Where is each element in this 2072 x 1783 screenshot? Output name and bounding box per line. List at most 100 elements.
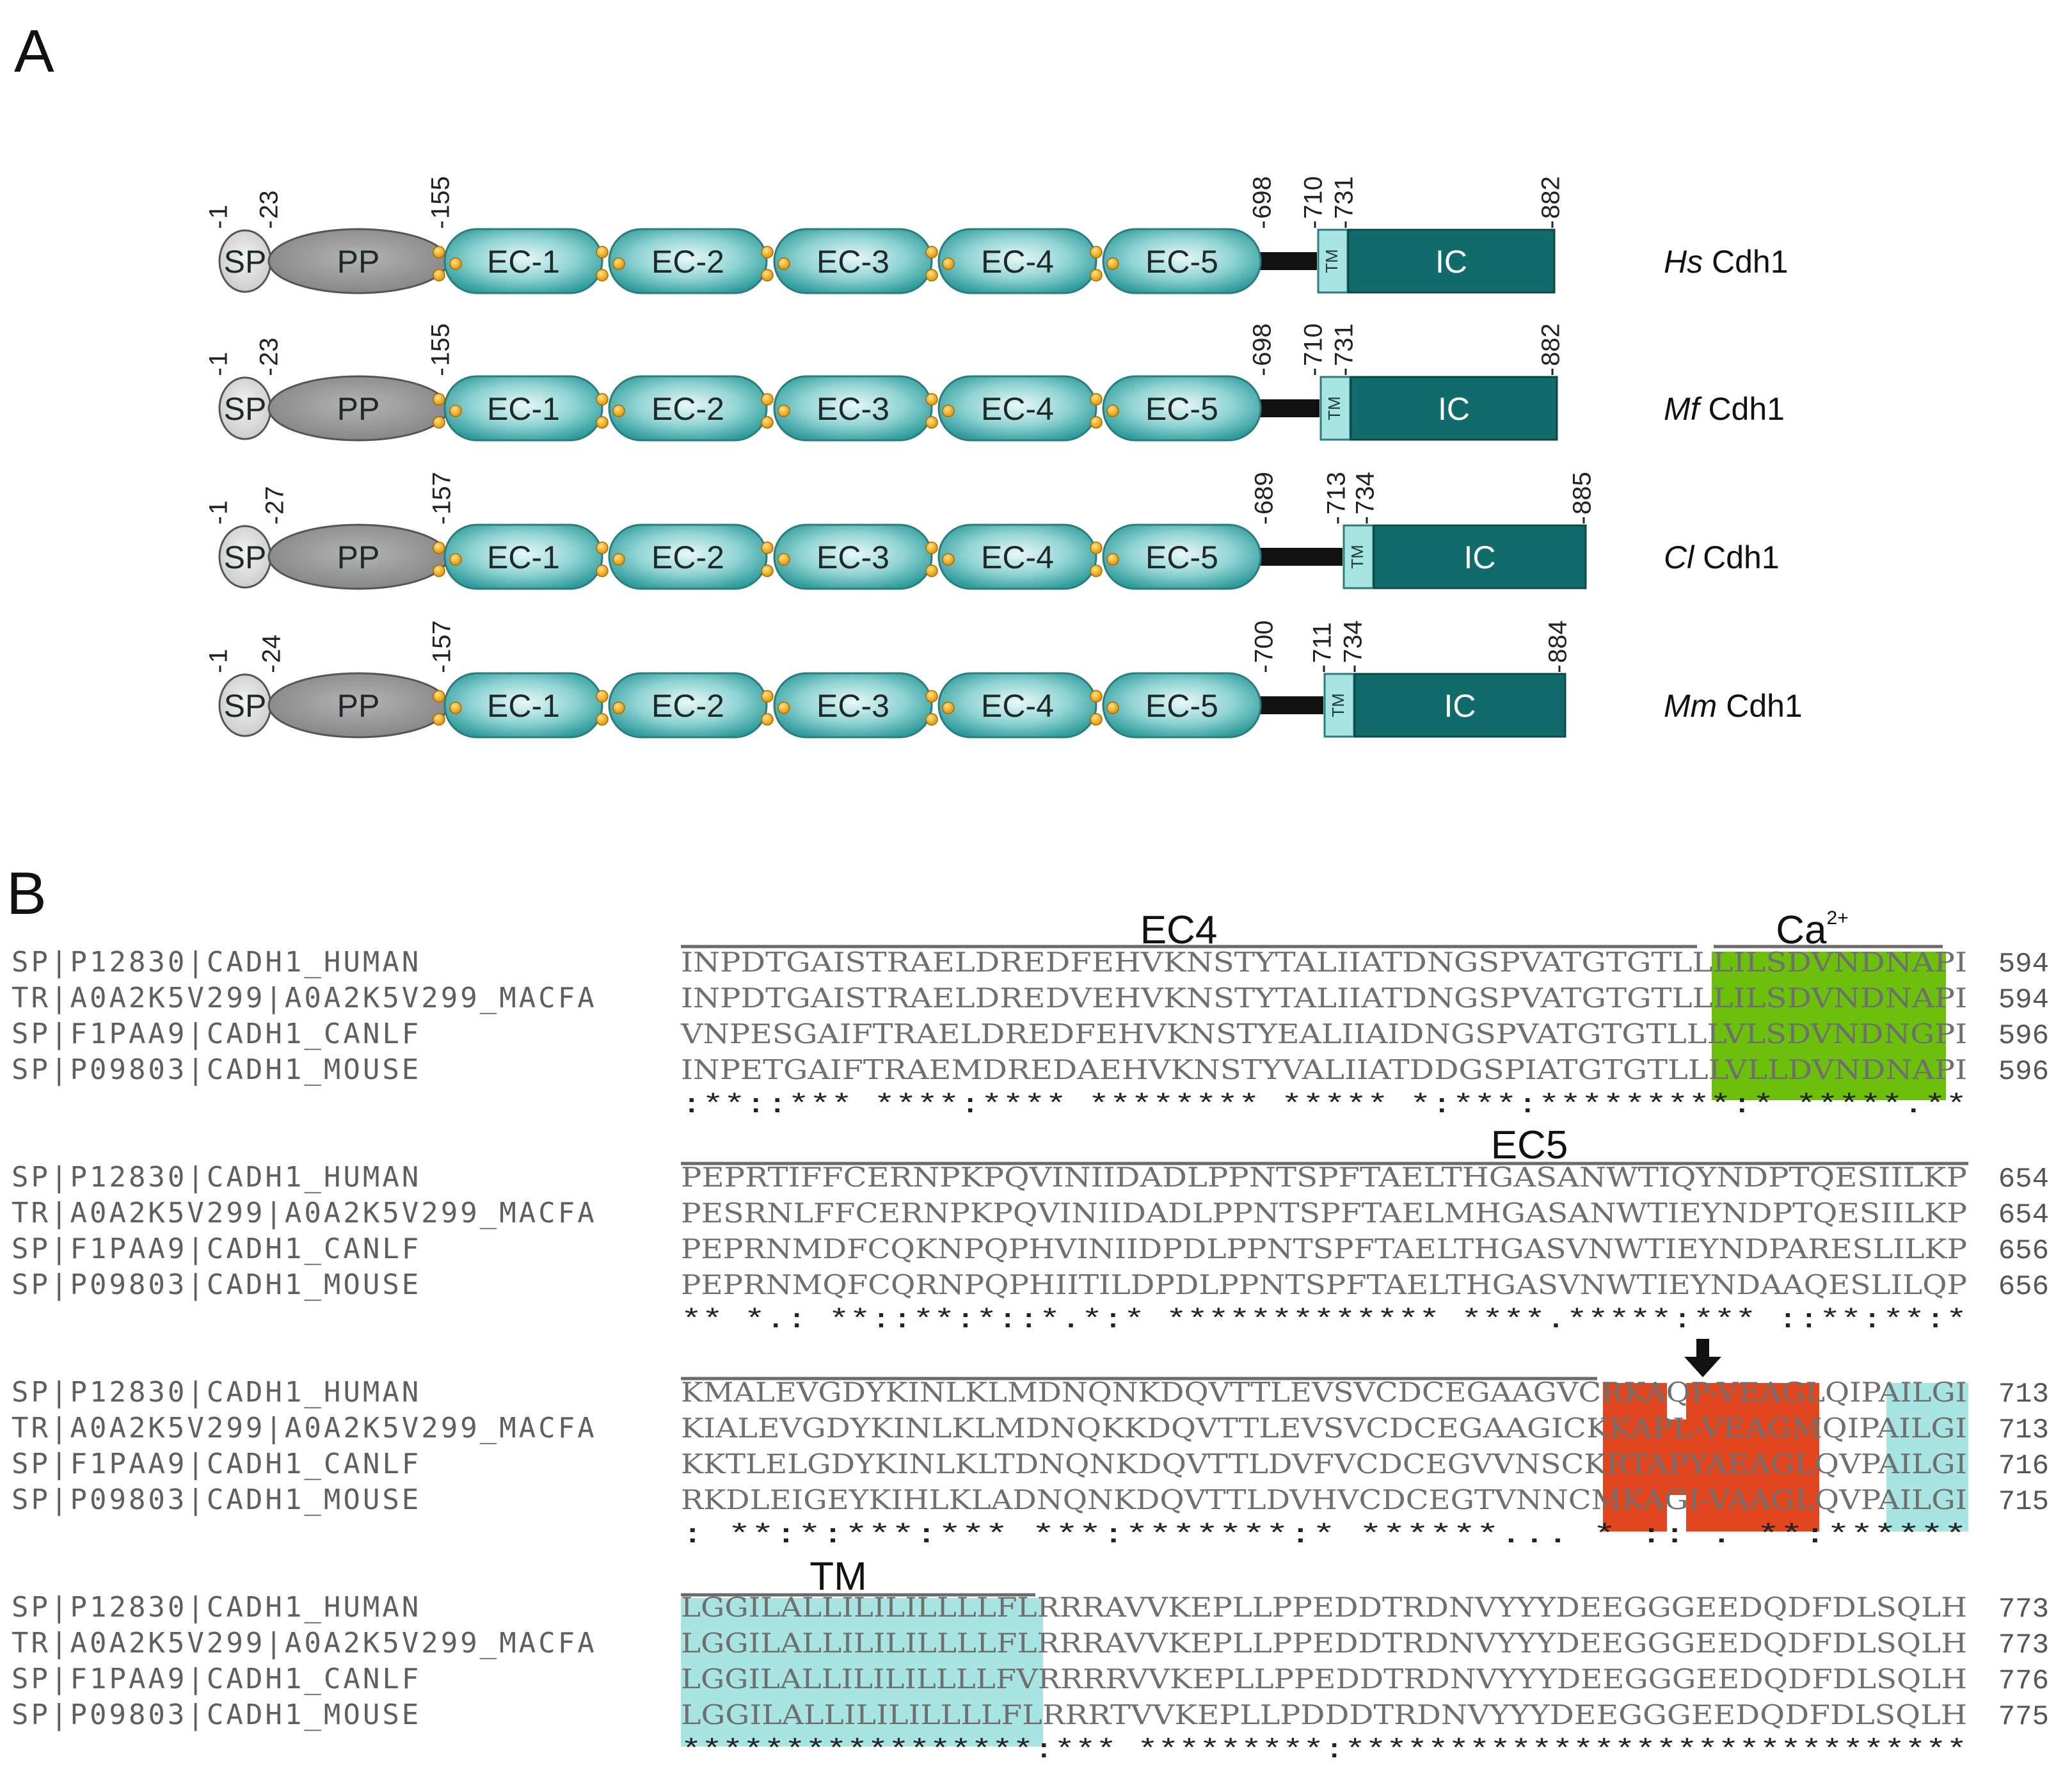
sequence-name: SP|F1PAA9|CADH1_CANLF: [12, 1448, 421, 1480]
sequence-name: TR|A0A2K5V299|A0A2K5V299_MACFA: [12, 1412, 597, 1444]
sequence-name: TR|A0A2K5V299|A0A2K5V299_MACFA: [12, 1197, 597, 1229]
sequence-name: SP|P12830|CADH1_HUMAN: [12, 1161, 421, 1194]
ec-domain-label: EC-5: [1145, 540, 1218, 575]
position-label: 710: [1300, 323, 1328, 366]
ec-domain-label: EC-5: [1145, 391, 1218, 427]
calcium-ion-icon: [1090, 246, 1103, 259]
calcium-ion-icon: [1090, 269, 1103, 282]
intracellular-label: IC: [1438, 391, 1470, 427]
calcium-ion-icon: [1106, 553, 1119, 566]
ec-domain: [1102, 672, 1262, 739]
position-label: 1: [205, 205, 233, 219]
position-label: 698: [1248, 323, 1277, 366]
sequence-residues: KKTLELGDYKINLKLTDNQNKDQVTTLDVFVCDCEGVVNS…: [681, 1448, 1967, 1480]
ec-domain-label: EC-4: [981, 391, 1054, 427]
consensus-line: *****************:*** *********:********…: [681, 1735, 1967, 1766]
signal-peptide-label: SP: [224, 244, 267, 280]
ca-binding-highlight: [1712, 952, 1946, 1100]
sequence-name: SP|P09803|CADH1_MOUSE: [12, 1483, 421, 1516]
sequence-position: 596: [1998, 1056, 2049, 1088]
consensus-line: ** *.: **::**:*::*.*:* ************* ***…: [681, 1305, 1967, 1336]
ec-domain: [937, 228, 1097, 294]
calcium-ion-icon: [449, 553, 462, 566]
ec5-header: EC5: [1491, 1123, 1568, 1167]
position-label: 155: [427, 323, 455, 366]
calcium-ion-icon: [761, 541, 774, 554]
calcium-ion-icon: [761, 690, 774, 703]
ec-domain: [1102, 228, 1262, 294]
species-protein: Cdh1: [1700, 391, 1785, 427]
ca-header: Ca2+: [1776, 907, 1848, 952]
position-label: 711: [1309, 622, 1337, 663]
sequence-name: SP|F1PAA9|CADH1_CANLF: [12, 1018, 421, 1050]
propeptide-label: PP: [337, 688, 380, 724]
intracellular-domain: [1347, 228, 1556, 294]
sequence-residues: INPDTGAISTRAELDREDFEHVKNSTYTALIIATDNGSPV…: [681, 947, 1967, 978]
ec-domain: [443, 524, 603, 590]
ec-domain-label: EC-1: [487, 244, 560, 280]
calcium-ion-icon: [942, 553, 955, 566]
sequence-name: SP|P09803|CADH1_MOUSE: [12, 1268, 421, 1301]
ec-domain: [1102, 375, 1262, 442]
calcium-ion-icon: [1090, 393, 1103, 406]
calcium-ion-icon: [942, 404, 955, 417]
ec-domain-label: EC-3: [817, 244, 889, 280]
position-label: 731: [1330, 323, 1359, 366]
linker-segment: [1257, 548, 1343, 566]
ec-domain: [443, 228, 603, 294]
transmembrane-label: TM: [1322, 249, 1341, 273]
position-label: 689: [1250, 472, 1279, 515]
sequence-position: 654: [1998, 1163, 2049, 1195]
position-label: 882: [1537, 176, 1565, 219]
sequence-position: 713: [1998, 1379, 2049, 1411]
propeptide-label: PP: [337, 540, 380, 575]
calcium-ion-icon: [1090, 564, 1103, 577]
ec-domain: [443, 375, 603, 442]
calcium-ion-icon: [1106, 257, 1119, 270]
position-label: 1: [205, 352, 233, 366]
sequence-position: 656: [1998, 1271, 2049, 1303]
ec-domain-label: EC-3: [817, 391, 889, 427]
calcium-ion-icon: [433, 690, 445, 703]
sequence-residues: PEPRNMDFCQKNPQPHVINIIDPDLPPNTSPFTAELTHGA…: [681, 1233, 1967, 1265]
calcium-ion-icon: [433, 713, 445, 726]
species-abbrev: Mf: [1664, 391, 1703, 427]
species-label: Hs Cdh1: [1664, 244, 1789, 280]
position-label: 884: [1544, 620, 1572, 663]
ec-domain-label: EC-5: [1145, 688, 1218, 724]
calcium-ion-icon: [925, 269, 938, 282]
sequence-residues: KMALEVGDYKINLKLMDNQNKDQVTTLEVSVCDCEGAAGV…: [681, 1377, 1967, 1408]
intracellular-domain: [1350, 376, 1558, 441]
ec-domain: [773, 672, 933, 739]
calcium-ion-icon: [925, 393, 938, 406]
calcium-ion-icon: [777, 404, 790, 417]
ec-domain: [937, 524, 1097, 590]
tm-header: TM: [809, 1555, 867, 1599]
calcium-ion-icon: [1106, 404, 1119, 417]
tm-highlight-block4: [681, 1598, 1043, 1747]
sequence-name: SP|P12830|CADH1_HUMAN: [12, 1376, 421, 1409]
sequence-position: 713: [1998, 1414, 2049, 1446]
signal-peptide-label: SP: [224, 688, 267, 724]
position-label: 713: [1323, 472, 1351, 515]
calcium-ion-icon: [449, 701, 462, 714]
calcium-ion-icon: [1090, 416, 1103, 429]
propeptide-label: PP: [337, 244, 380, 280]
position-label: 885: [1568, 472, 1597, 515]
position-label: 24: [258, 635, 286, 664]
calcium-ion-icon: [433, 246, 445, 259]
sequence-position: 716: [1998, 1450, 2049, 1482]
ec-domain-label: EC-2: [651, 244, 724, 280]
position-label: 700: [1250, 620, 1279, 663]
alignment-rows: SP|P12830|CADH1_HUMAN INPDTGAISTRAELDREDF…: [12, 946, 2049, 1766]
ec-domain-label: EC-4: [981, 540, 1054, 575]
ca-charge: 2+: [1827, 907, 1849, 929]
ec-domain: [608, 375, 768, 442]
calcium-ion-icon: [596, 416, 609, 429]
cleavage-site-highlight: [1603, 1383, 1819, 1531]
position-label: 734: [1339, 620, 1367, 663]
